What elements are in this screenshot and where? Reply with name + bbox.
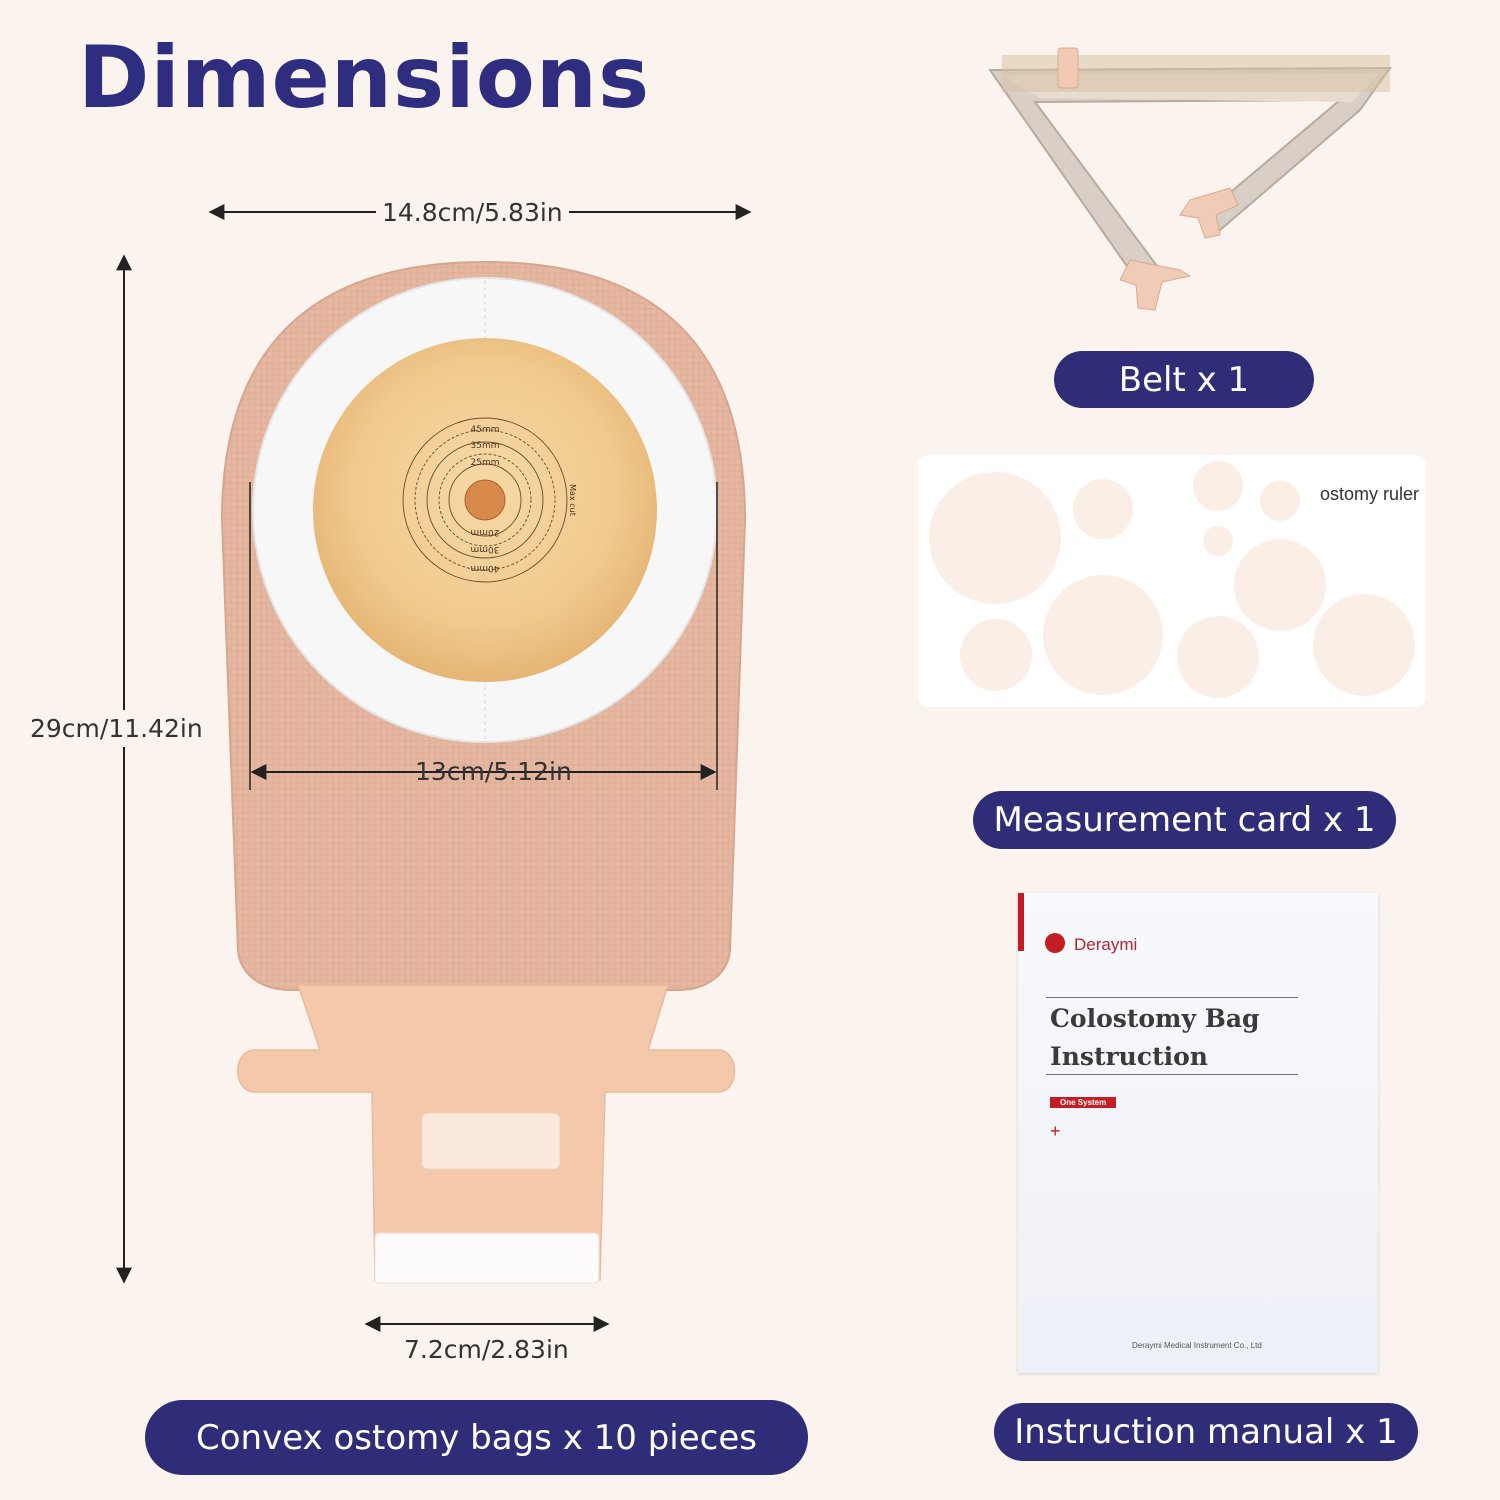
flange-mark-40: 40mm bbox=[471, 563, 500, 573]
manual-brand: Deraymi bbox=[1074, 935, 1138, 954]
closure-strip bbox=[374, 1232, 600, 1284]
brand-logo-icon bbox=[1045, 933, 1065, 953]
manual-title-line1: Colostomy Bag bbox=[1050, 1004, 1260, 1033]
bags-quantity-label: Convex ostomy bags x 10 pieces bbox=[145, 1400, 808, 1475]
stoma-opening bbox=[464, 479, 506, 521]
plus-icon: + bbox=[1050, 1121, 1061, 1141]
belt-illustration bbox=[988, 47, 1392, 311]
manual-divider-top bbox=[1046, 997, 1298, 998]
measurement-card: ostomy ruler bbox=[918, 455, 1426, 707]
manual-red-tab bbox=[1018, 893, 1024, 951]
flange-mark-45: 45mm bbox=[471, 425, 500, 435]
flange-max-cut: Max cut bbox=[568, 484, 577, 516]
manual-company: Deraymi Medical Instrument Co., Ltd bbox=[1132, 1341, 1262, 1350]
width-mid-label: 13cm/5.12in bbox=[415, 757, 572, 786]
flange-mark-25: 25mm bbox=[471, 458, 500, 468]
flange-mark-30: 30mm bbox=[471, 544, 500, 554]
manual-quantity-text: Instruction manual x 1 bbox=[1014, 1412, 1398, 1452]
instruction-manual: Deraymi Colostomy Bag Instruction One Sy… bbox=[1018, 893, 1378, 1373]
belt-quantity-label: Belt x 1 bbox=[1054, 351, 1314, 408]
width-top-label: 14.8cm/5.83in bbox=[376, 198, 569, 227]
flange-mark-35: 35mm bbox=[471, 441, 500, 451]
manual-quantity-label: Instruction manual x 1 bbox=[994, 1403, 1418, 1461]
bags-quantity-text: Convex ostomy bags x 10 pieces bbox=[196, 1417, 757, 1458]
ruler-title: ostomy ruler bbox=[1320, 484, 1420, 504]
card-quantity-label: Measurement card x 1 bbox=[973, 791, 1396, 849]
card-quantity-text: Measurement card x 1 bbox=[993, 800, 1376, 840]
belt-quantity-text: Belt x 1 bbox=[1118, 359, 1250, 400]
velcro-patch bbox=[421, 1112, 561, 1170]
manual-badge: One System bbox=[1050, 1097, 1117, 1108]
manual-title-line2: Instruction bbox=[1050, 1042, 1208, 1071]
height-label: 29cm/11.42in bbox=[28, 710, 205, 747]
flange-mark-20: 20mm bbox=[471, 527, 500, 537]
manual-divider-bottom bbox=[1046, 1074, 1298, 1075]
page-title: Dimensions bbox=[78, 28, 651, 128]
ruler-circles bbox=[929, 461, 1415, 698]
bag-illustration: 45mm 35mm 25mm 20mm 30mm 40mm Max cut bbox=[116, 204, 752, 1332]
width-outlet-label: 7.2cm/2.83in bbox=[398, 1335, 575, 1364]
